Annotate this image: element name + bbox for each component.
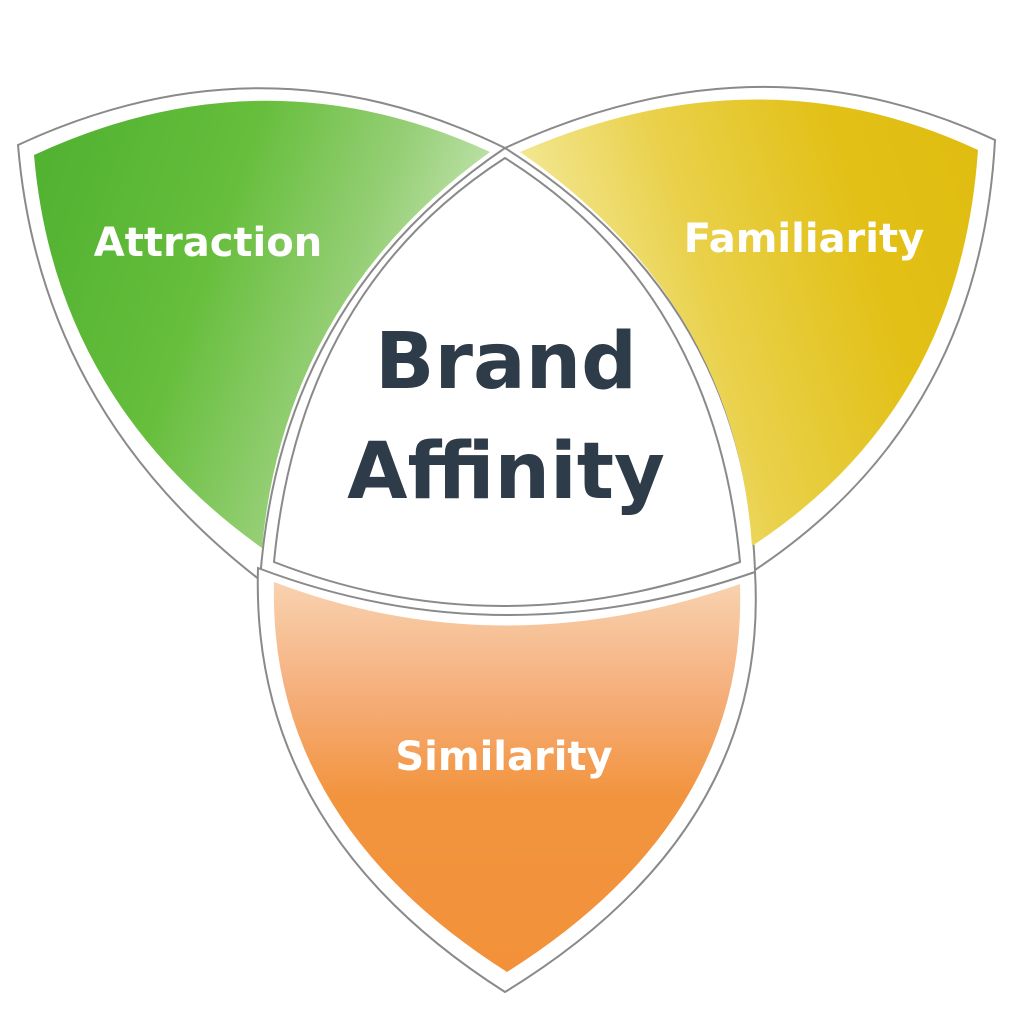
center-title-line1: Brand: [375, 317, 637, 407]
attraction-label: Attraction: [94, 220, 322, 266]
center-title-line2: Affinity: [347, 427, 665, 517]
attraction-petal: [34, 100, 490, 549]
similarity-petal: [273, 582, 741, 972]
familiarity-petal: [520, 99, 978, 546]
brand-affinity-center: [272, 156, 742, 607]
similarity-label: Similarity: [395, 734, 612, 780]
familiarity-label: Familiarity: [684, 216, 924, 262]
